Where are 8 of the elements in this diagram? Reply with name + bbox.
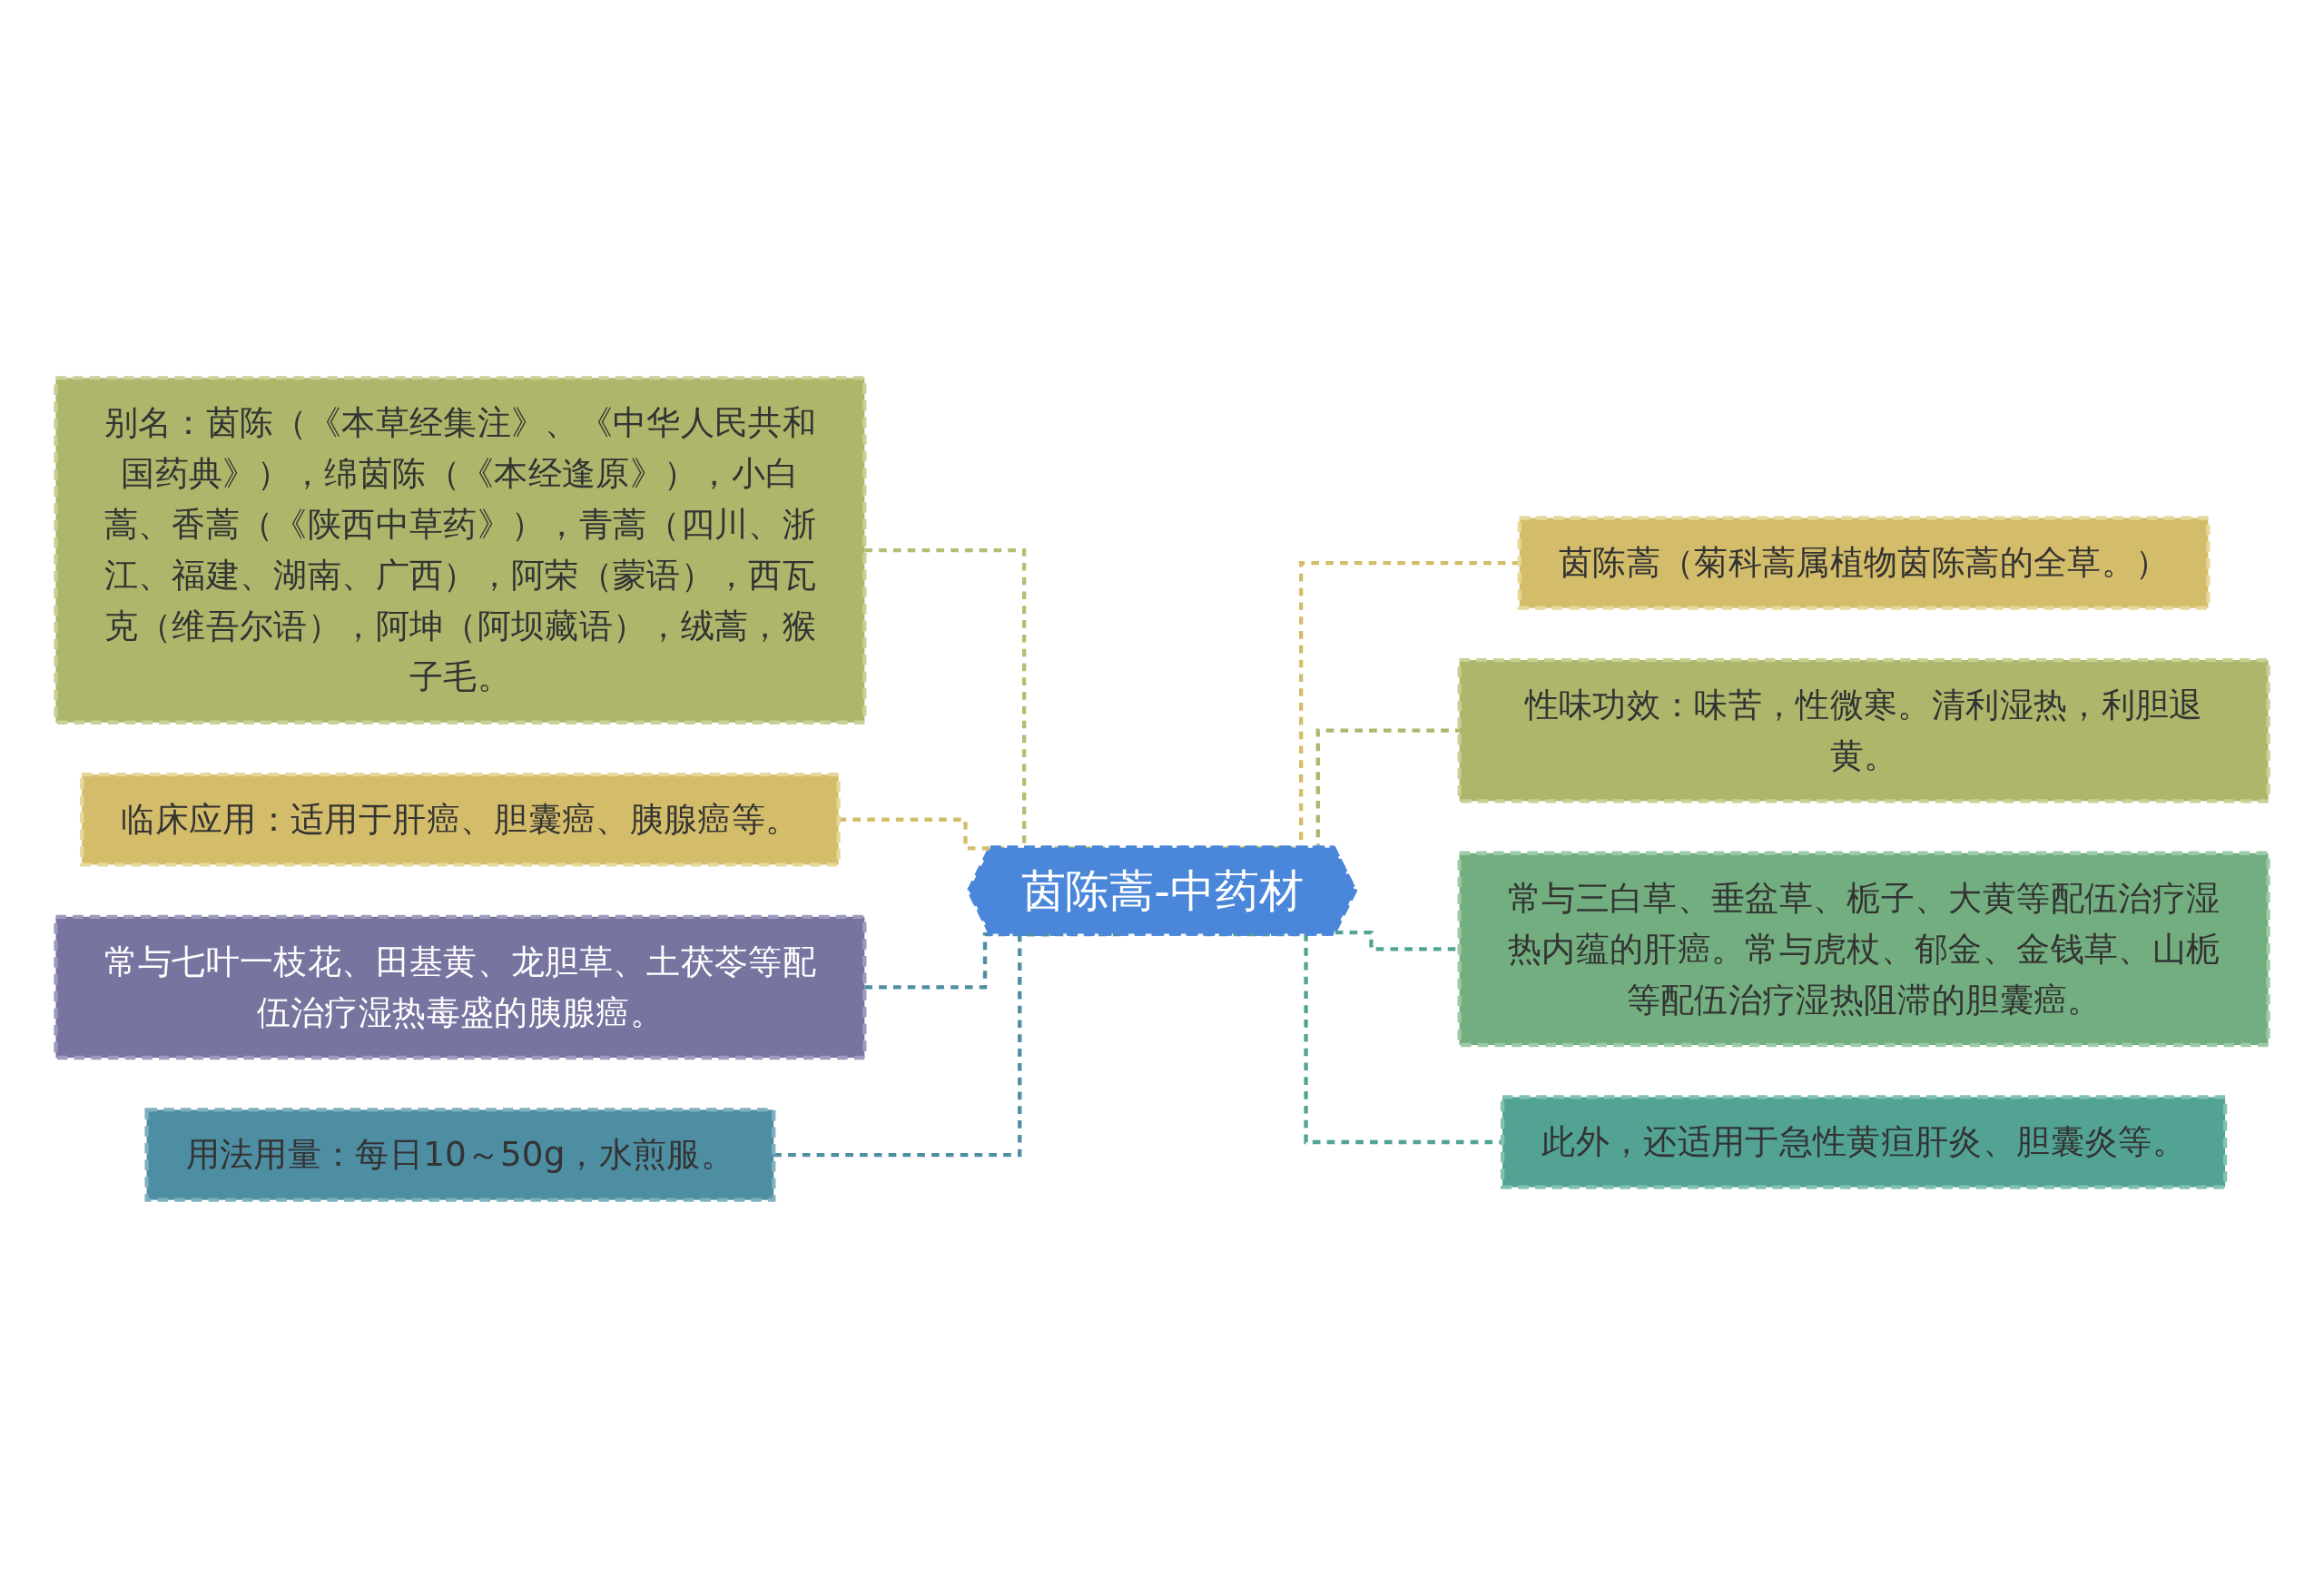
node-box: 别名：茵陈（《本草经集注》、《中华人民共和国药典》），绵茵陈（《本经逢原》），小白蒿、香蒿（《陕西中草药》），青蒿（四川、浙江、福建、湖南、广西），阿荣（蒙语），西瓦克（维吾尔语），阿坤（阿坝藏语），绒蒿，猴子毛。 — [54, 375, 867, 724]
node-box: 临床应用：适用于肝癌、胆囊癌、胰腺癌等。 — [80, 772, 841, 866]
node-box: 性味功效：味苦，性微寒。清利湿热，利胆退黄。 — [1457, 657, 2270, 803]
node-box: 此外，还适用于急性黄疸肝炎、胆囊炎等。 — [1500, 1094, 2228, 1189]
node-box: 常与三白草、垂盆草、栀子、大黄等配伍治疗湿热内蕴的肝癌。常与虎杖、郁金、金钱草、山栀等配伍治疗湿热阻滞的胆囊癌。 — [1457, 851, 2270, 1047]
node-box: 茵陈蒿（菊科蒿属植物茵陈蒿的全草。） — [1517, 515, 2211, 610]
node-box: 用法用量：每日10～50g，水煎服。 — [144, 1107, 776, 1202]
node-box: 常与七叶一枝花、田基黄、龙胆草、土茯苓等配伍治疗湿热毒盛的胰腺癌。 — [54, 914, 867, 1060]
